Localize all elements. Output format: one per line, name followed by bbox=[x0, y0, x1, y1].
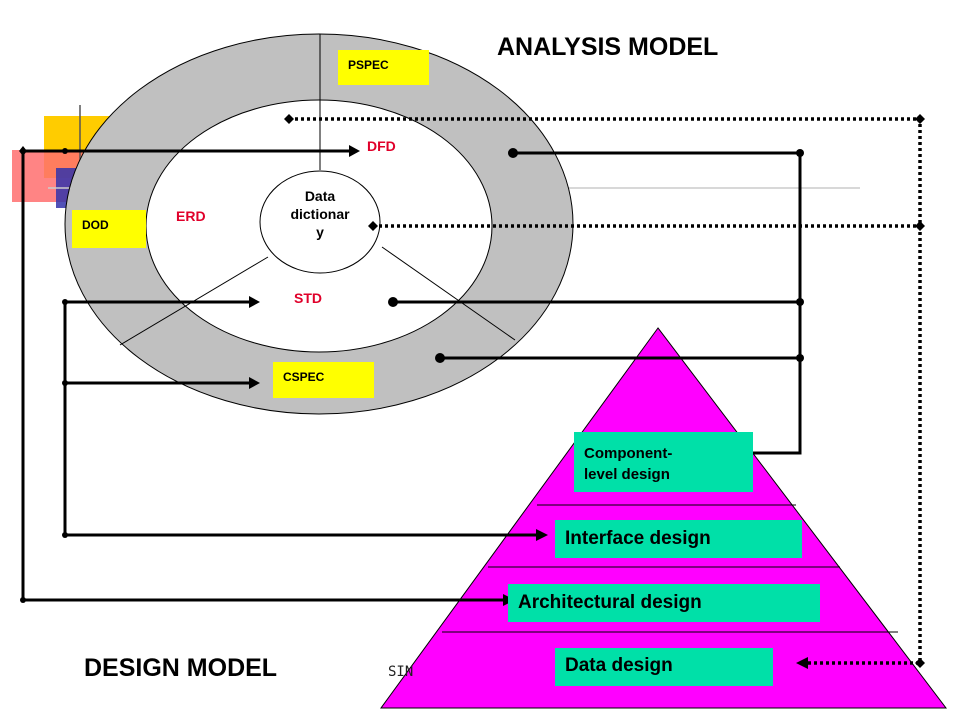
dotted-connectors bbox=[289, 117, 922, 665]
interface-design-box: Interface design bbox=[555, 520, 802, 558]
cspec-box: CSPEC bbox=[273, 362, 374, 398]
divider-right bbox=[381, 246, 516, 341]
std-label: STD bbox=[294, 290, 322, 306]
dfd-label: DFD bbox=[367, 138, 396, 154]
design-model-title: DESIGN MODEL bbox=[84, 654, 278, 682]
erd-label: ERD bbox=[176, 208, 206, 224]
data-dictionary-label: Data dictionar y bbox=[270, 187, 370, 241]
data-design-box: Data design bbox=[555, 648, 773, 686]
footer-text-fragment: SIN bbox=[388, 664, 414, 680]
pspec-box: PSPEC bbox=[338, 50, 429, 85]
data-dictionary-line-2: dictionar bbox=[290, 206, 350, 222]
dod-box: DOD bbox=[72, 210, 146, 248]
data-dictionary-core bbox=[259, 170, 381, 274]
data-dictionary-line-1: Data bbox=[304, 188, 336, 204]
architectural-design-box: Architectural design bbox=[508, 584, 820, 622]
component-level-design-box: Component- level design bbox=[574, 432, 753, 492]
connector-dots bbox=[19, 114, 925, 668]
analysis-model-title: ANALYSIS MODEL bbox=[497, 33, 719, 61]
data-dictionary-line-3: y bbox=[316, 224, 324, 240]
component-line-1: Component- bbox=[584, 445, 673, 462]
component-line-2: level design bbox=[584, 466, 670, 483]
solid-connectors bbox=[21, 149, 802, 602]
